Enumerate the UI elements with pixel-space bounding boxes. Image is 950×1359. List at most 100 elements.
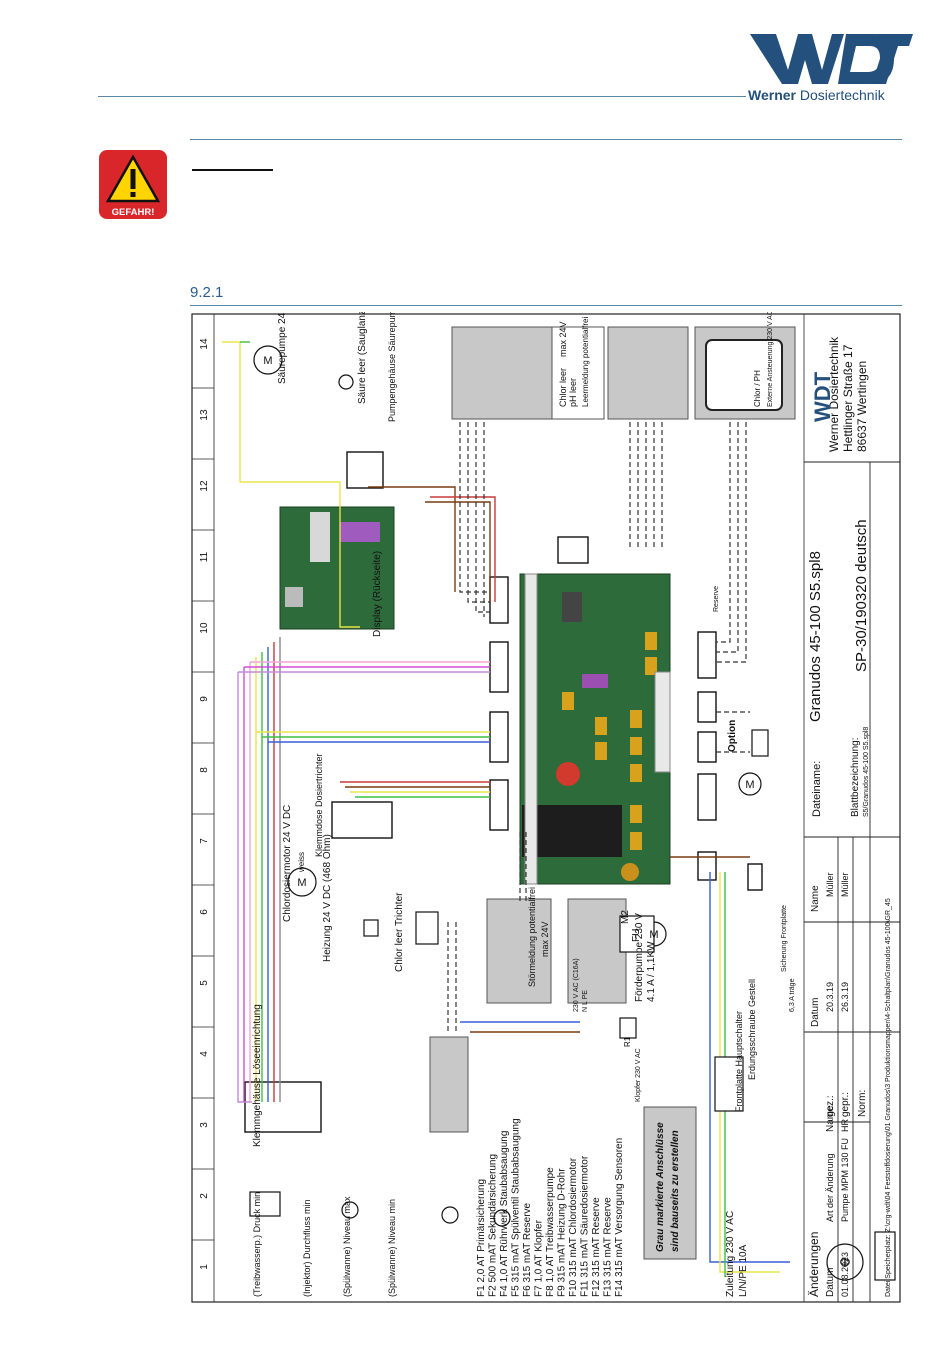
ac-label: 230 V AC (C16A) [573,958,580,1012]
fuse-list-item: F11 315 mAT Säuredosiermotor [580,1155,591,1297]
injektor-label: (Injektor) Durchfluss min [302,1199,312,1297]
chlor-leer-box-label: Chlor leer [558,368,568,407]
sicherung-frontplatte-label: Sicherung Frontplatte [781,905,788,972]
pumpengehaeuse-label: Pumpengehäuse Säurepumpe [387,312,397,422]
weiss-label: weiss [297,852,306,873]
fuse-list-item: F1 2,0 AT Primärsicherung [476,1179,487,1297]
column-number: 7 [199,838,210,844]
svg-text:Φ: Φ [839,1254,850,1270]
chlordosiermotor-label: Chlordosiermotor 24 V DC [282,805,293,922]
section-top-rule [190,139,902,140]
column-number: 2 [199,1193,210,1199]
fuse-list-item: F8 1,0 AT Treibwasserpumpe [545,1167,556,1297]
ph-leer-box-label: pH leer [568,378,578,407]
heading-underline [192,169,273,171]
danger-warning-icon: GEFAHR! [99,150,167,219]
brand-bold: Werner [748,87,796,103]
brand-name: Werner Dosiertechnik [748,87,885,103]
display-label: Display (Rückseite) [372,551,383,637]
company-city: 86637 Wertingen [855,361,869,452]
klopfer-label: Klopfer 230 V AC [635,1048,642,1102]
leermeldung-label: Leermeldung potentialfrei [581,316,590,407]
gez-name: Müller [825,872,835,897]
max24v-label: max 24V [540,921,550,957]
column-number: 11 [199,551,210,562]
max24v-label: max 24V [558,321,568,357]
fuse-list-item: F9 315 mAT Heizung D-Rohr [557,1168,568,1297]
fuse-list-item: F5 315 mAT Spülventil Staubabsaugung [511,1118,522,1297]
brand-rest: Dosiertechnik [795,87,885,103]
fuse-list-item: F6 315 mAT Reserve [522,1202,533,1297]
titleblock-logo: WDT [810,371,835,422]
fuse-list-item: F7 1,0 AT Klopfer [534,1219,545,1297]
row-datum: 01.08.2023 [840,1252,850,1297]
col-art: Art der Änderung [825,1153,835,1222]
name-header: Name [810,885,821,912]
dateiname-label: Dateiname: [811,761,823,817]
svg-text:M: M [745,779,754,791]
externe-ansteuerung-label: Externe Ansteuerung 230 V AC [767,312,774,407]
gez-datum: 20.3.19 [825,982,835,1012]
grau-note: Grau markierte Anschlüsse [655,1122,666,1252]
heizung-label: Heizung 24 V DC (468 Ohm) [322,834,333,962]
blatt-small: S5/Granudos 45-100 S5.spl8 [863,727,870,817]
fuse-list-item: F2 500 mAT Sekundärsicherung [488,1154,499,1297]
col-name: Name [825,1105,836,1132]
col-datum: Datum [825,1268,836,1297]
column-number: 13 [199,409,210,421]
section-rule [190,305,902,306]
wdt-logo [750,34,913,84]
foerder-data-label: 4.1 A / 1,1KW [646,941,657,1002]
fuse-list-item: F13 315 mAT Reserve [603,1197,614,1297]
column-number: 14 [199,338,210,350]
spuelwanne-max-label: (Spülwanne) Niveau max [342,1196,352,1297]
klemmgehaeuse-label: Klemmgehäuse Löseeinrichtung [252,1004,263,1147]
saeurepumpe-label: Säurepumpe 24 V DC [277,312,288,384]
chlor-ph-label: Chlor / PH [753,370,762,407]
title-block [804,461,900,1302]
main-pcb [519,573,671,885]
erdung-label: Erdungsschraube Gestell [747,979,757,1080]
aenderungen-label: Änderungen [807,1232,821,1297]
speicherplatz-label: Datei Speicherplatz: Z:\crg-wdt\04 Fests… [885,898,892,1297]
grau-note: sind bauseits zu erstellen [670,1130,681,1252]
header-rule [98,96,746,97]
column-number: 5 [199,980,210,986]
column-number: 3 [199,1122,210,1128]
svg-text:M: M [649,929,658,941]
blatt-label: Blattbezeichnung: [850,737,861,817]
fuse-list-item: F12 315 mAT Reserve [591,1197,602,1297]
frontplatte-label: Frontplatte Hauptschalter [734,1011,744,1112]
stoermeldung-label: Störmeldung potentialfrei [527,887,537,987]
display-pcb [279,506,395,630]
blatt-value: SP-30/190320 deutsch [853,519,870,672]
zuleitung-label: Zuleitung 230 V AC [725,1211,736,1297]
gefahr-label: GEFAHR! [112,207,155,218]
row-art: Pumpe MPM 130 FU [840,1138,850,1222]
spuelwanne-min-label: (Spülwanne) Niveau min [387,1199,397,1297]
column-number: 1 [199,1264,210,1270]
column-number: 12 [199,480,210,492]
treibwasser-label: (Treibwasserp.) Druck min [252,1192,262,1297]
column-number: 9 [199,696,210,702]
svg-text:M: M [263,355,272,367]
nlpe-label: N L PE [582,990,589,1012]
column-number: 10 [199,622,210,634]
lnpe-label: L/N/PE 10A [738,1244,749,1297]
norm-label: Norm: [857,1090,868,1117]
saeure-leer-label: Säure leer (Sauglanze) [357,312,368,404]
option-label: Option [727,720,738,752]
company-street: Hettlinger Straße 17 [841,344,855,452]
gepr-label: gepr.: [840,1092,851,1117]
datum-header: Datum [810,998,821,1027]
fu-label: FU [631,929,642,942]
reserve-label: Reserve [713,586,720,612]
gepr-datum: 26.3.19 [840,982,850,1012]
column-number: 6 [199,909,210,915]
row-name: HR [840,1119,850,1132]
gepr-name: Müller [840,872,850,897]
klemmdose-label: Klemmdose Dosiertrichter [314,753,324,857]
section-number: 9.2.1 [190,284,224,301]
fuse-list-item: F4 1,0 AT Rührwerk Staubabsaugung [499,1131,510,1297]
